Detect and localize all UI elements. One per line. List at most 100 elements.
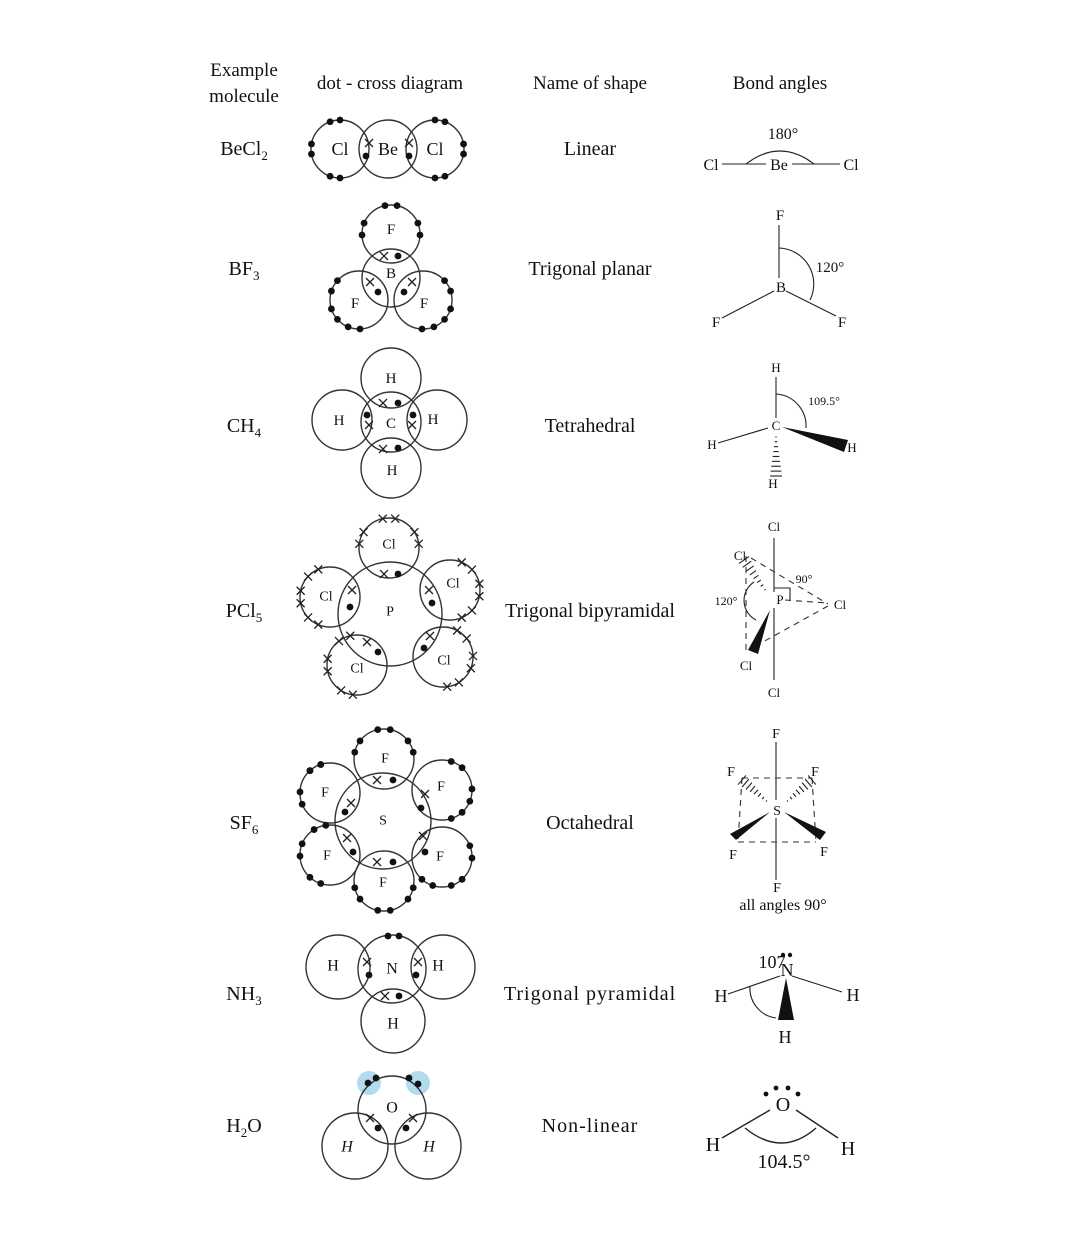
sf6-f-bottom-shell bbox=[353, 850, 415, 912]
electron-dot bbox=[394, 399, 402, 407]
electron-dot bbox=[441, 277, 448, 284]
electron-dot bbox=[374, 906, 382, 914]
bf3-f-top: F bbox=[776, 208, 784, 224]
pcl5-hashed-bond bbox=[738, 556, 766, 591]
bf3-f-left-label: F bbox=[351, 296, 359, 312]
cross-stroke bbox=[334, 636, 344, 646]
electron-cross bbox=[378, 398, 388, 408]
electron-dot bbox=[404, 895, 412, 903]
sf6-hash-right bbox=[786, 775, 817, 802]
hash-stroke bbox=[789, 796, 793, 800]
pcl5-p-shell bbox=[337, 561, 443, 667]
electron-dot bbox=[322, 821, 330, 829]
electron-cross bbox=[407, 420, 417, 430]
electron-dot bbox=[341, 808, 349, 816]
becl2-angle-label: 180° bbox=[768, 126, 798, 143]
electron-dot bbox=[356, 325, 364, 333]
electron-cross bbox=[365, 277, 375, 287]
pcl5-cl-top: Cl bbox=[768, 519, 781, 534]
bf3-b-shell bbox=[361, 248, 421, 308]
pcl5-bond-diagram: Cl Cl P Cl Cl Cl 90° 120° bbox=[715, 519, 847, 700]
electron-dot bbox=[431, 116, 439, 124]
formula-ch4: CH4 bbox=[226, 415, 262, 440]
hash-stroke bbox=[798, 785, 805, 793]
electron-cross bbox=[362, 957, 372, 967]
electron-dot bbox=[346, 603, 354, 611]
cross-stroke bbox=[452, 626, 462, 635]
electron-dot bbox=[414, 219, 422, 227]
nh3-h-left: H bbox=[715, 986, 728, 1006]
shape-octahedral: Octahedral bbox=[546, 812, 634, 834]
cross-stroke bbox=[409, 527, 419, 537]
cross-stroke bbox=[390, 514, 400, 524]
cross-stroke bbox=[467, 565, 477, 574]
electron-dot bbox=[326, 172, 334, 180]
electron-dot bbox=[296, 788, 304, 796]
header-dot-cross: dot - cross diagram bbox=[316, 73, 464, 94]
electron-cross bbox=[359, 527, 369, 537]
electron-dot bbox=[356, 737, 364, 745]
electron-dot bbox=[308, 150, 315, 158]
h2o-o-label: O bbox=[386, 1100, 398, 1117]
cross-stroke bbox=[345, 631, 355, 641]
sf6-f-lower-left: F bbox=[729, 848, 737, 863]
electron-dot bbox=[306, 767, 314, 775]
hash-stroke bbox=[765, 800, 768, 802]
electron-dot bbox=[389, 858, 397, 866]
ch4-h-left-label: H bbox=[334, 413, 345, 429]
electron-dot bbox=[468, 854, 476, 862]
cross-stroke bbox=[347, 585, 357, 595]
electron-dot bbox=[405, 1074, 413, 1082]
electron-dot bbox=[412, 971, 420, 979]
nh3-n-shell bbox=[357, 934, 427, 1004]
sf6-bond-diagram: F F F S F F F all angles 90° bbox=[727, 727, 828, 914]
formula-bf3: BF3 bbox=[228, 258, 260, 283]
electron-dot bbox=[374, 648, 382, 656]
electron-dot bbox=[404, 737, 412, 745]
cross-stroke bbox=[467, 606, 477, 615]
hash-stroke bbox=[745, 782, 753, 790]
electron-dot bbox=[308, 140, 315, 148]
electron-cross bbox=[414, 539, 424, 549]
sf6-f-lower-right-label: F bbox=[436, 850, 444, 865]
electron-cross bbox=[474, 591, 484, 601]
hash-stroke bbox=[756, 579, 762, 583]
hash-stroke bbox=[786, 800, 789, 802]
electron-dot bbox=[402, 1124, 410, 1132]
electron-dot bbox=[356, 895, 364, 903]
ch4-h-bottom-label: H bbox=[387, 463, 398, 479]
sf6-f-bottom-label: F bbox=[379, 876, 387, 891]
sf6-f-upper-right-label: F bbox=[437, 780, 445, 795]
electron-cross bbox=[404, 138, 414, 148]
electron-cross bbox=[420, 789, 430, 799]
ch4-h-left-shell bbox=[311, 389, 373, 451]
cross-stroke bbox=[362, 637, 372, 647]
bf3-f-right-label: F bbox=[420, 296, 428, 312]
bf3-bond-diagram: F B F F 120° bbox=[712, 208, 846, 331]
cross-stroke bbox=[348, 690, 358, 700]
h2o-h-left-shell bbox=[321, 1112, 389, 1180]
cross-stroke bbox=[424, 585, 434, 595]
electron-dot bbox=[409, 411, 417, 419]
sf6-f-top-shell bbox=[353, 728, 415, 790]
electron-dot bbox=[298, 840, 306, 848]
cross-stroke bbox=[362, 957, 372, 967]
cross-stroke bbox=[418, 831, 428, 841]
cross-stroke bbox=[342, 833, 352, 843]
hash-stroke bbox=[742, 560, 752, 568]
electron-cross bbox=[372, 857, 382, 867]
electron-dot bbox=[374, 1124, 382, 1132]
electron-dot bbox=[447, 815, 455, 822]
electron-dot bbox=[364, 1079, 372, 1087]
cross-stroke bbox=[420, 789, 430, 799]
electron-dot bbox=[468, 785, 476, 793]
electron-cross bbox=[354, 539, 364, 549]
cross-stroke bbox=[379, 251, 389, 261]
cross-stroke bbox=[346, 798, 356, 808]
hash-stroke bbox=[807, 775, 817, 785]
shape-non-linear: Non-linear bbox=[541, 1115, 639, 1137]
hash-stroke bbox=[764, 588, 766, 591]
electron-cross bbox=[372, 775, 382, 785]
electron-cross bbox=[365, 1113, 375, 1123]
